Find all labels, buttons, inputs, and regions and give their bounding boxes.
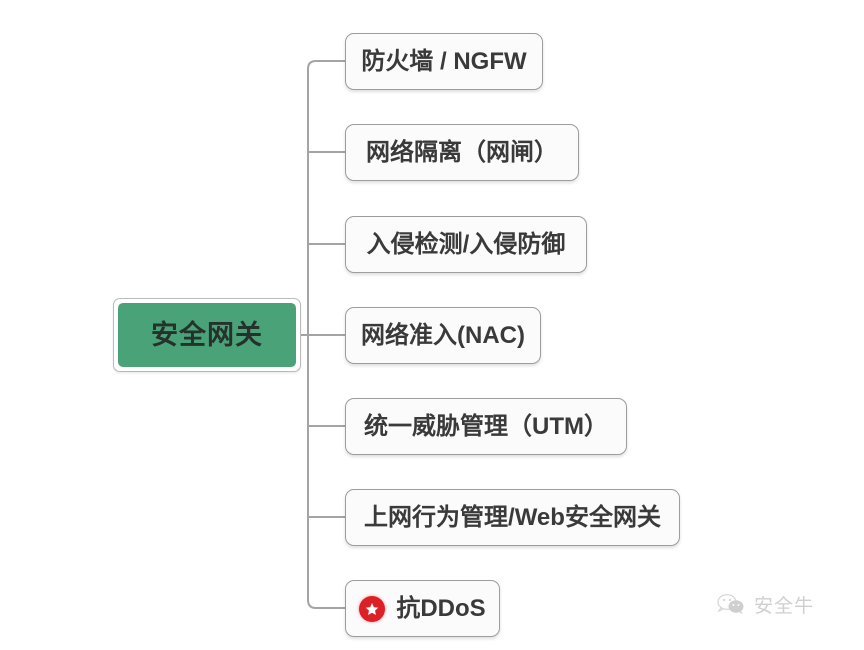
watermark-text: 安全牛: [754, 596, 815, 617]
node-firewall-ngfw[interactable]: 防火墙 / NGFW: [345, 33, 543, 90]
node-label: 上网行为管理/Web安全网关: [364, 503, 661, 531]
red-star-icon: [359, 595, 386, 622]
node-label: 统一威胁管理（UTM）: [364, 412, 608, 440]
wechat-icon: [716, 592, 746, 621]
connector-branch-7: [307, 335, 345, 609]
node-network-isolation[interactable]: 网络隔离（网闸）: [345, 124, 579, 181]
node-ids-ips[interactable]: 入侵检测/入侵防御: [345, 216, 587, 273]
connector-branch-1: [307, 60, 345, 335]
node-utm[interactable]: 统一威胁管理（UTM）: [345, 398, 627, 455]
node-label: 抗DDoS: [396, 594, 486, 622]
node-label: 入侵检测/入侵防御: [366, 230, 566, 258]
node-label: 网络隔离（网闸）: [366, 138, 558, 166]
root-node-label: 安全网关: [151, 319, 263, 350]
root-node-fill: 安全网关: [118, 303, 296, 367]
node-anti-ddos[interactable]: 抗DDoS: [345, 580, 500, 637]
node-nac[interactable]: 网络准入(NAC): [345, 307, 541, 364]
node-label: 网络准入(NAC): [361, 321, 525, 349]
node-web-security-gateway[interactable]: 上网行为管理/Web安全网关: [345, 489, 680, 546]
root-node-security-gateway[interactable]: 安全网关: [113, 298, 301, 372]
node-label: 防火墙 / NGFW: [361, 47, 527, 75]
watermark: 安全牛: [716, 592, 814, 621]
